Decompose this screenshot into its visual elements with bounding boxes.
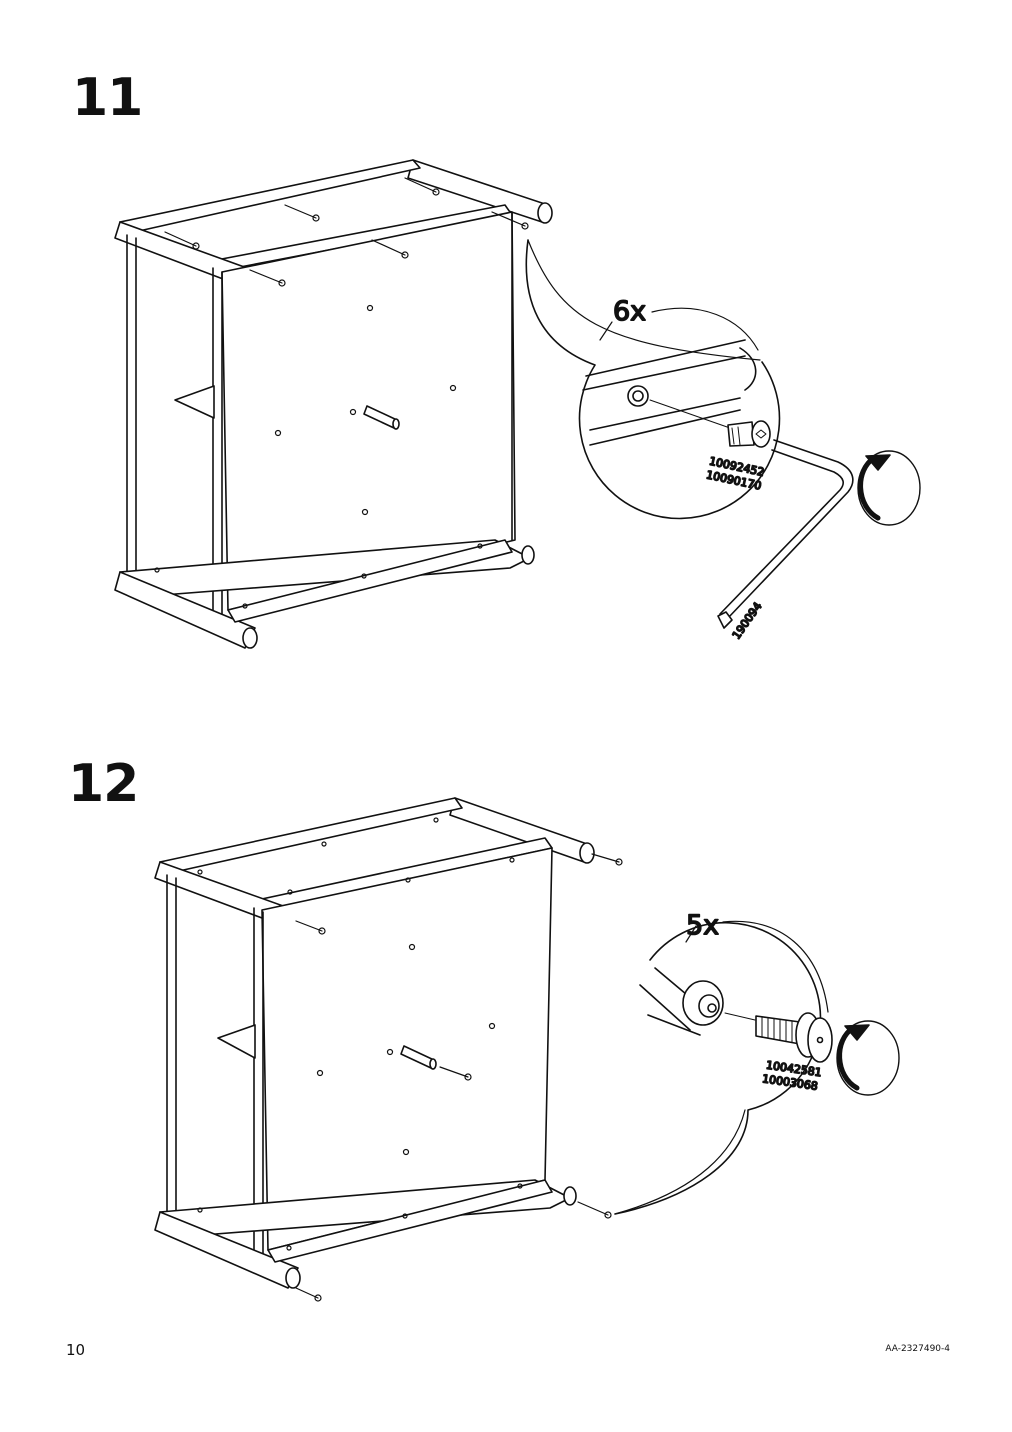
adjustable-foot-icon bbox=[755, 1012, 833, 1063]
step-11-frame-illustration bbox=[114, 159, 553, 649]
step-12-frame-illustration bbox=[154, 797, 623, 1302]
document-code: AA-2327490-4 bbox=[885, 1344, 950, 1354]
step-11-number: 11 bbox=[72, 68, 143, 128]
step-11-zoom-callout bbox=[525, 239, 781, 520]
rotate-clockwise-icon bbox=[857, 450, 921, 526]
page-number: 10 bbox=[66, 1341, 86, 1359]
step-12-quantity: 5x bbox=[686, 910, 719, 941]
rotate-clockwise-icon bbox=[836, 1020, 900, 1096]
step-11-tool-number: 190094 bbox=[730, 600, 765, 642]
screw-icon bbox=[727, 420, 771, 448]
allen-key-icon bbox=[717, 439, 854, 629]
step-12-number: 12 bbox=[68, 754, 139, 814]
step-11-quantity: 6x bbox=[613, 296, 646, 327]
